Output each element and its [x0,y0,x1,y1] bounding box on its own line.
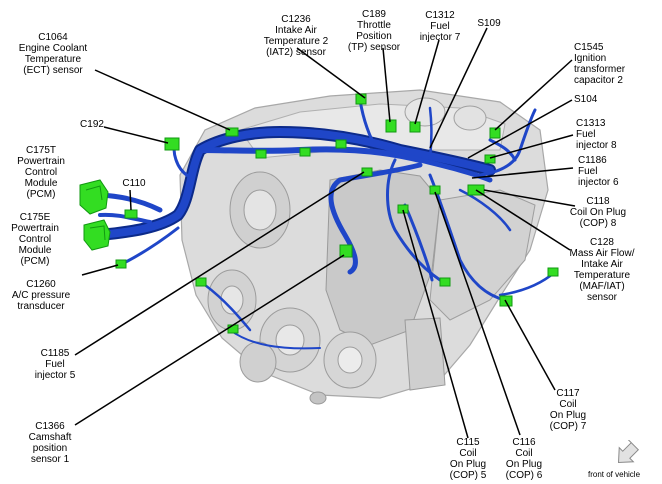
label-s109: S109 [477,18,501,29]
connector-c175t [79,179,109,215]
label-c110: C110 [122,178,146,189]
label-c1186: C1186 Fuel injector 6 [578,155,619,188]
label-c1366: C1366 Camshaft position sensor 1 [28,421,72,465]
label-c1313: C1313 Fuel injector 8 [576,118,617,151]
label-c1064: C1064 Engine Coolant Temperature (ECT) s… [18,32,88,76]
label-c1260: C1260 A/C pressure transducer [11,279,71,312]
connector-c128 [547,267,559,277]
label-s104: S104 [574,94,598,105]
label-c1545: C1545 Ignition transformer capacitor 2 [574,42,626,86]
connector-c1064 [225,127,239,137]
connector [335,139,347,149]
front-of-vehicle-arrow-icon [617,440,640,464]
connector-c1260 [115,259,127,269]
connector-c1545 [489,127,501,139]
label-c1236: C1236 Intake Air Temperature 2 (IAT2) se… [263,14,329,58]
connector [255,149,267,159]
connector [439,277,451,287]
label-c116: C116 Coil On Plug (COP) 6 [505,437,543,481]
label-c192: C192 [80,119,104,130]
label-c118: C118 Coil On Plug (COP) 8 [569,196,627,229]
wiring-harness [94,98,557,350]
connector-c1313 [484,154,496,164]
label-c128: C128 Mass Air Flow/ Intake Air Temperatu… [569,237,635,303]
label-c189: C189 Throttle Position (TP) sensor [347,9,401,53]
connector-c115 [397,204,409,214]
label-c175t: C175T Powertrain Control Module (PCM) [17,145,65,200]
label-c117: C117 Coil On Plug (COP) 7 [549,388,587,432]
connector-c1236 [355,93,367,105]
connector-c1185 [361,167,373,177]
label-c175e: C175E Powertrain Control Module (PCM) [11,212,59,267]
connector-c175e [83,219,111,251]
connector-c1366 [339,244,353,258]
label-c1312: C1312 Fuel injector 7 [419,10,461,43]
leader-lines [74,27,576,439]
label-c1185: C1185 Fuel injector 5 [34,348,76,381]
label-c115: C115 Coil On Plug (COP) 5 [449,437,487,481]
connector [195,277,207,287]
connector-c192 [164,137,180,151]
connector [299,147,311,157]
connector [227,324,239,334]
connector-c189 [385,119,397,133]
front-of-vehicle-label: front of vehicle [588,470,641,479]
connector-c110 [124,209,138,219]
